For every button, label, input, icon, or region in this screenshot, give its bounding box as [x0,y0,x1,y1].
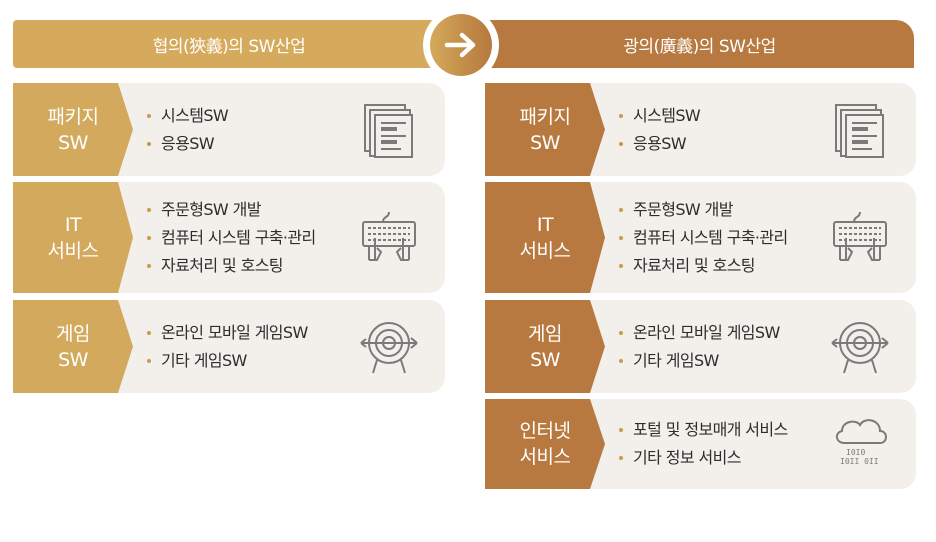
category-row-package-sw: 패키지 SW 시스템SW 응용SW [13,83,445,176]
category-item: 온라인 모바일 게임SW [617,319,780,347]
category-item: 시스템SW [145,102,229,130]
category-tag-line: IT [64,213,82,236]
document-stack-icon [359,100,419,160]
category-row-package-sw: 패키지 SW 시스템SW 응용SW [485,83,916,176]
category-item: 응용SW [617,130,700,158]
category-tag-line: SW [530,131,560,154]
category-item: 기타 게임SW [617,347,780,375]
category-items: 온라인 모바일 게임SW 기타 게임SW [617,300,780,393]
category-tag: 게임 SW [13,300,133,393]
target-arrow-icon [830,317,890,377]
category-row-game-sw: 게임 SW 온라인 모바일 게임SW 기타 게임SW [485,300,916,393]
arrow-badge [423,7,499,83]
category-row-game-sw: 게임 SW 온라인 모바일 게임SW 기타 게임SW [13,300,445,393]
category-item: 주문형SW 개발 [145,196,316,224]
category-item: 자료처리 및 호스팅 [617,252,788,280]
category-item: 온라인 모바일 게임SW [145,319,308,347]
broad-sw-industry-header: 광의(廣義)의 SW산업 [485,20,914,68]
category-tag: 인터넷 서비스 [485,399,605,489]
category-item: 포털 및 정보매개 서비스 [617,416,788,444]
arrow-right-icon [444,32,476,58]
category-tag-line: 게임 [528,322,562,345]
category-tag: IT 서비스 [13,182,133,293]
category-items: 포털 및 정보매개 서비스 기타 정보 서비스 [617,399,788,489]
broad-sw-industry-title: 광의(廣義)의 SW산업 [623,36,776,57]
category-tag-line: 패키지 [519,105,571,128]
category-tag-line: SW [530,348,560,371]
category-items: 주문형SW 개발 컴퓨터 시스템 구축·관리 자료처리 및 호스팅 [145,182,316,293]
category-tag-line: SW [58,348,88,371]
category-item: 주문형SW 개발 [617,196,788,224]
category-item: 컴퓨터 시스템 구축·관리 [617,224,788,252]
cloud-data-icon: I0I0 I0II 0II [830,413,890,473]
category-item: 응용SW [145,130,228,158]
category-row-it-service: IT 서비스 주문형SW 개발 컴퓨터 시스템 구축·관리 자료처리 및 호스팅 [485,182,916,293]
category-items: 주문형SW 개발 컴퓨터 시스템 구축·관리 자료처리 및 호스팅 [617,182,788,293]
category-row-it-service: IT 서비스 주문형SW 개발 컴퓨터 시스템 구축·관리 자료처리 및 호스팅 [13,182,445,293]
keyboard-hands-icon [830,208,890,268]
category-tag: 게임 SW [485,300,605,393]
category-item: 자료처리 및 호스팅 [145,252,316,280]
category-tag-line: 인터넷 [519,420,571,442]
category-tag: 패키지 SW [13,83,133,176]
category-tag-line: 패키지 [47,105,99,128]
svg-text:I0II 0II: I0II 0II [840,457,879,466]
category-tag-line: 서비스 [47,239,99,262]
category-tag-line: 게임 [56,322,90,345]
document-stack-icon [830,100,890,160]
category-item: 시스템SW [617,102,701,130]
category-item: 기타 게임SW [145,347,308,375]
category-item: 컴퓨터 시스템 구축·관리 [145,224,316,252]
target-arrow-icon [359,317,419,377]
category-tag: 패키지 SW [485,83,605,176]
narrow-sw-industry-title: 협의(狹義)의 SW산업 [152,36,306,57]
category-items: 온라인 모바일 게임SW 기타 게임SW [145,300,308,393]
category-tag-line: 서비스 [519,446,571,468]
narrow-sw-industry-header: 협의(狹義)의 SW산업 [13,20,445,68]
category-tag: IT 서비스 [485,182,605,293]
category-tag-line: 서비스 [519,239,571,262]
category-tag-line: IT [536,213,554,236]
category-items: 시스템SW 응용SW [145,83,229,176]
category-row-internet-service: 인터넷 서비스 포털 및 정보매개 서비스 기타 정보 서비스 I0I0 I0I… [485,399,916,489]
keyboard-hands-icon [359,208,419,268]
svg-text:I0I0: I0I0 [846,448,865,457]
category-item: 기타 정보 서비스 [617,444,788,472]
category-tag-line: SW [58,131,88,154]
category-items: 시스템SW 응용SW [617,83,701,176]
